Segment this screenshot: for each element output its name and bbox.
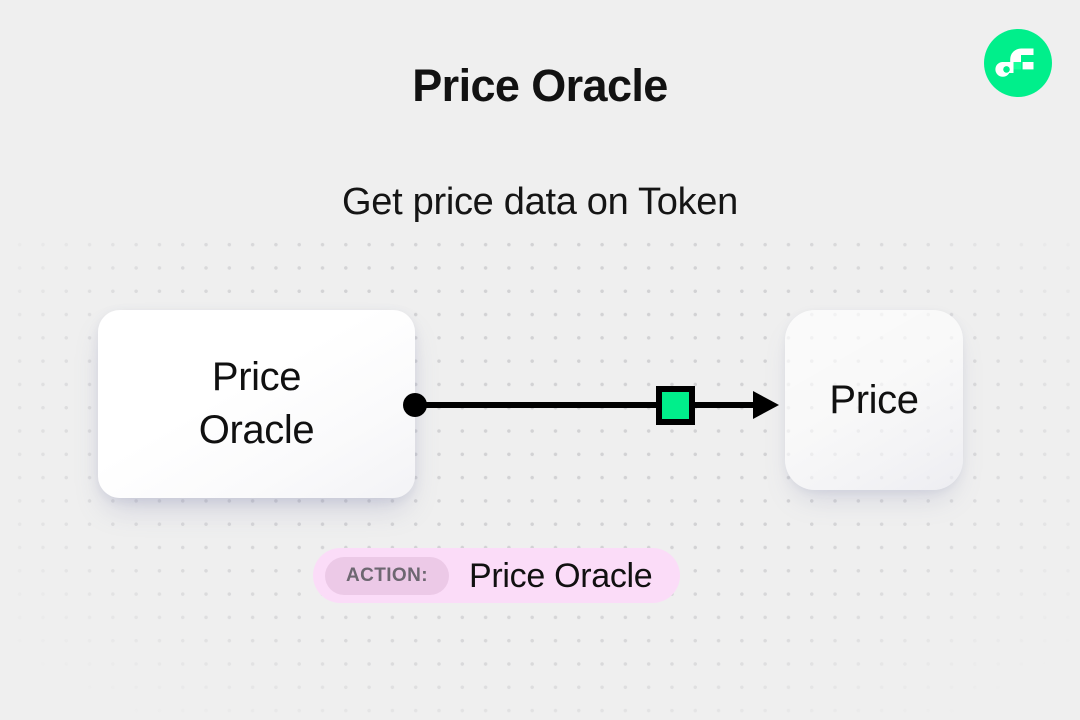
node-price-oracle-label: Price Oracle (198, 355, 315, 452)
page-subtitle: Get price data on Token (342, 181, 738, 223)
connector-arrowhead (753, 391, 779, 419)
connector-edge[interactable] (395, 380, 785, 430)
connector-marker-square (656, 386, 695, 425)
action-tag-label: ACTION: (325, 556, 449, 595)
action-value: Price Oracle (468, 556, 653, 595)
node-price[interactable]: Price (785, 310, 963, 490)
page-title: Price Oracle (412, 60, 668, 111)
action-badge[interactable]: ACTION: Price Oracle (313, 548, 681, 603)
node-price-oracle[interactable]: Price Oracle (98, 310, 415, 498)
node-price-label: Price (829, 377, 919, 422)
flow-logo-icon (984, 29, 1052, 97)
